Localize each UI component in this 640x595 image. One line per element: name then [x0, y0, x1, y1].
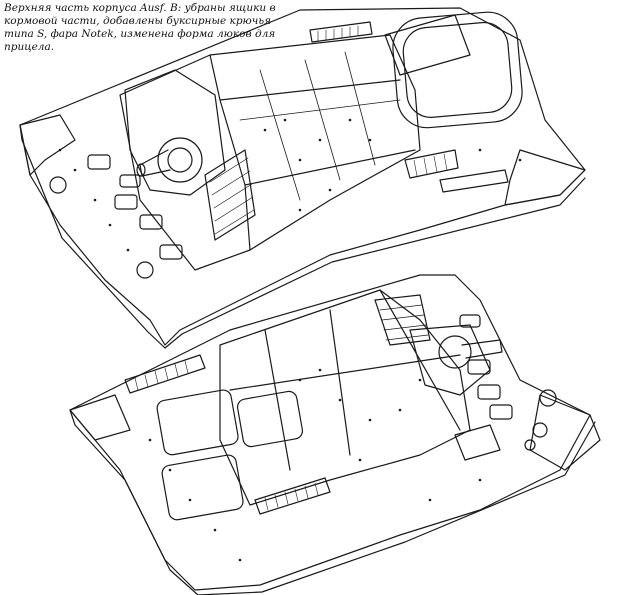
bottom-grille-left: [124, 354, 206, 394]
top-panel-seams: [239, 51, 401, 201]
top-tow-hook-front: [49, 176, 67, 194]
top-tow-hook-rear: [136, 261, 154, 279]
bottom-hull-outline: [69, 274, 591, 591]
bottom-engine-hatch-2: [161, 454, 244, 521]
top-rear-fender: [504, 149, 586, 206]
top-superstructure-roof: [209, 54, 416, 251]
top-grille-hatching: [317, 25, 448, 177]
top-front-fender: [19, 114, 76, 176]
bottom-mesh-hatch: [379, 304, 429, 341]
top-hull-outline: [19, 7, 586, 346]
top-hull-side: [19, 124, 586, 349]
bottom-hull-side: [69, 409, 596, 595]
caption-line-3: типа S, фара Notek, изменена форма люков…: [4, 28, 276, 40]
top-mesh-panel: [204, 149, 256, 241]
upper-hull-drawing-top: [19, 7, 586, 349]
bottom-engine-hatch-1: [156, 389, 239, 456]
figure-caption: Верхняя часть корпуса Ausf. B: убраны ящ…: [4, 2, 304, 54]
top-gun-mantlet-ring-inner: [167, 147, 193, 173]
top-rivets: [58, 118, 522, 252]
bottom-tow-hook-rear: [532, 422, 548, 438]
bottom-rivets: [148, 368, 482, 562]
caption-line-2: кормовой части, добавлены буксирные крюч…: [4, 15, 271, 27]
top-gun-muzzle: [136, 163, 146, 177]
top-mesh-hatch: [209, 157, 255, 235]
top-gun-barrel: [139, 149, 171, 177]
top-engine-hatch-right-inner: [402, 21, 513, 118]
top-superstructure: [119, 34, 421, 271]
bottom-rear-fender: [69, 394, 131, 441]
bottom-gun-barrel: [461, 339, 503, 359]
top-grille-rear: [309, 21, 373, 43]
bottom-superstructure-roof: [229, 289, 461, 471]
caption-line-4: прицела.: [4, 41, 55, 53]
top-gun-mantlet: [124, 69, 226, 196]
caption-line-1: Верхняя часть корпуса Ausf. B: убраны ящ…: [4, 2, 276, 14]
bottom-gun-mantlet-ring: [438, 335, 472, 369]
bottom-side-box: [454, 424, 501, 461]
top-grille-side: [404, 149, 459, 179]
top-front-hatches: [87, 154, 183, 260]
top-gun-mantlet-ring: [157, 137, 203, 183]
upper-hull-drawing-bottom: [69, 274, 601, 595]
top-engine-hatch-right: [392, 11, 523, 129]
bottom-front-hatches: [459, 314, 513, 420]
top-exhaust: [439, 169, 509, 193]
bottom-engine-hatch-3: [236, 390, 304, 448]
top-engine-hatch-left: [384, 14, 471, 76]
bottom-tow-hook-front: [539, 389, 557, 407]
bottom-superstructure: [219, 289, 471, 506]
bottom-grille-hatching: [134, 360, 319, 511]
bottom-grille-right: [254, 477, 331, 515]
bottom-notek-light: [524, 439, 536, 451]
